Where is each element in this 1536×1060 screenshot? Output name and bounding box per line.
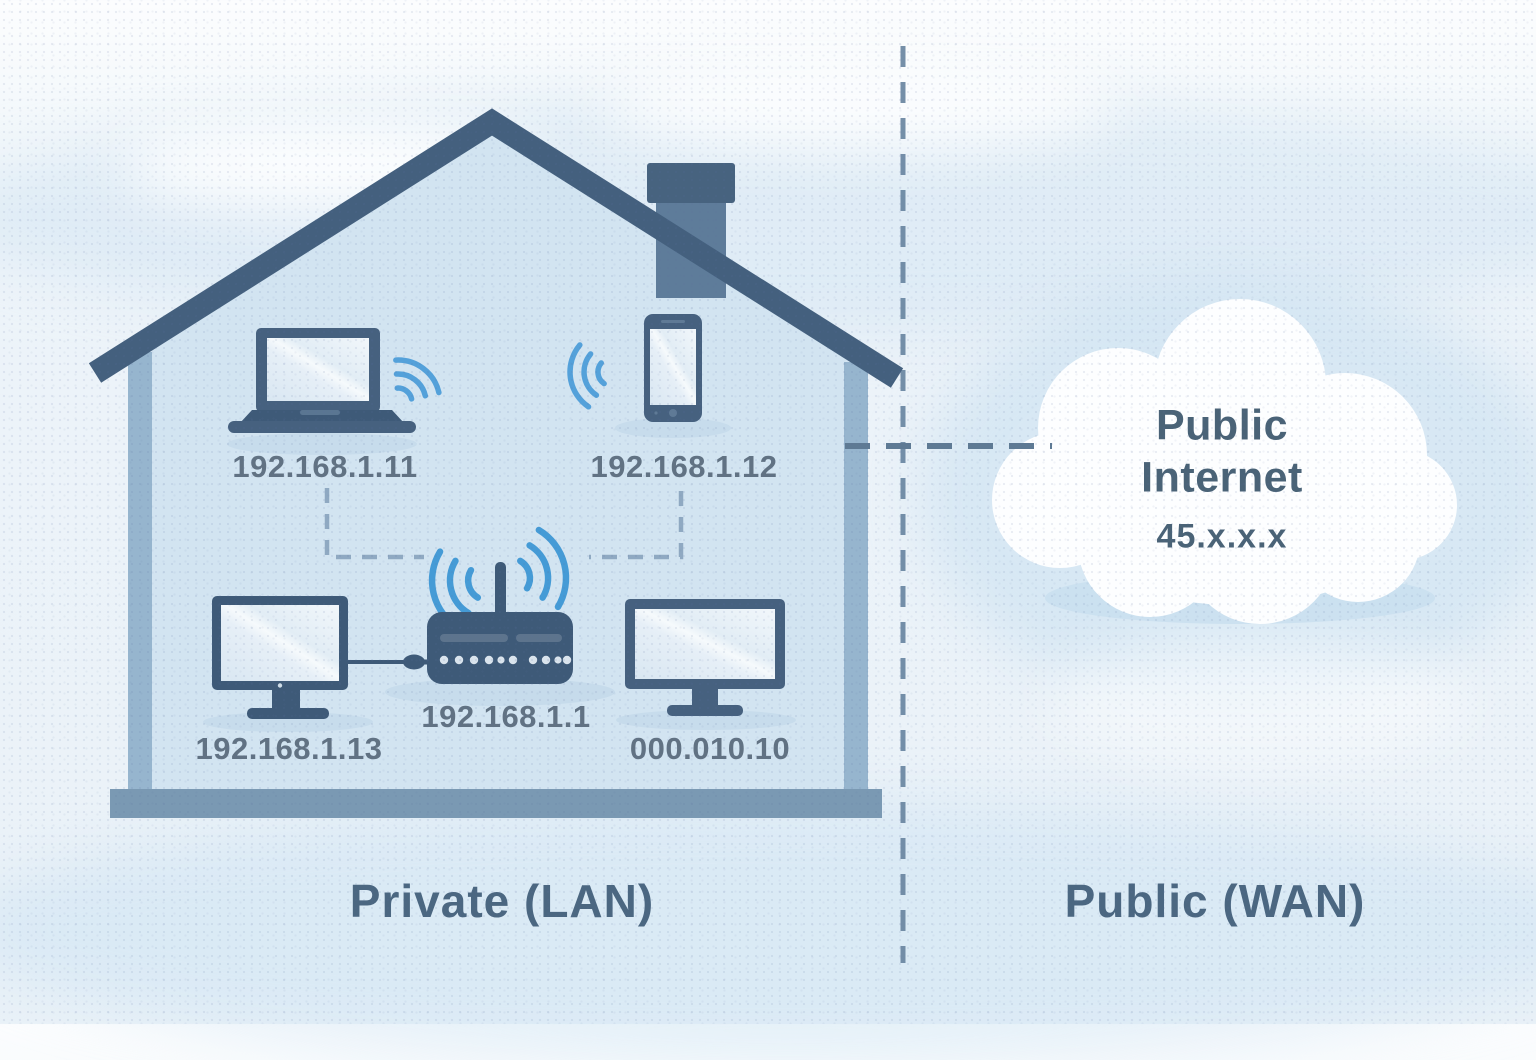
laptop-ip-label: 192.168.1.11 bbox=[232, 449, 418, 484]
phone-link-dashed bbox=[589, 491, 684, 560]
desktop-right-ip-label: 000.010.10 bbox=[629, 731, 791, 766]
phone-ip-label: 192.168.1.12 bbox=[590, 449, 778, 484]
network-diagram bbox=[88, 46, 1435, 963]
laptop-icon bbox=[228, 328, 416, 433]
monitor-icon bbox=[625, 599, 785, 716]
foundation bbox=[110, 789, 882, 818]
router-icon bbox=[427, 562, 573, 684]
cloud-title-line1: Public bbox=[1155, 401, 1289, 450]
wifi-signal-icon bbox=[517, 526, 570, 611]
device-shadows bbox=[203, 418, 796, 732]
router-ip-label: 192.168.1.1 bbox=[421, 699, 591, 734]
monitor-icon bbox=[212, 596, 348, 719]
cloud-label: Public Internet 45.x.x.x bbox=[1141, 400, 1303, 557]
laptop-link-dashed bbox=[324, 488, 424, 560]
right-wall bbox=[844, 362, 868, 792]
cloud-ip-label: 45.x.x.x bbox=[1156, 517, 1288, 556]
cloud-title-line2: Internet bbox=[1141, 453, 1303, 502]
private-lan-zone-label: Private (LAN) bbox=[349, 875, 655, 927]
wifi-signal-icon bbox=[567, 342, 607, 410]
desktop-left-ip-label: 192.168.1.13 bbox=[195, 731, 383, 766]
left-wall bbox=[128, 352, 152, 792]
public-wan-zone-label: Public (WAN) bbox=[1064, 875, 1366, 927]
wifi-signal-icon bbox=[393, 357, 442, 402]
smartphone-icon bbox=[644, 314, 702, 422]
